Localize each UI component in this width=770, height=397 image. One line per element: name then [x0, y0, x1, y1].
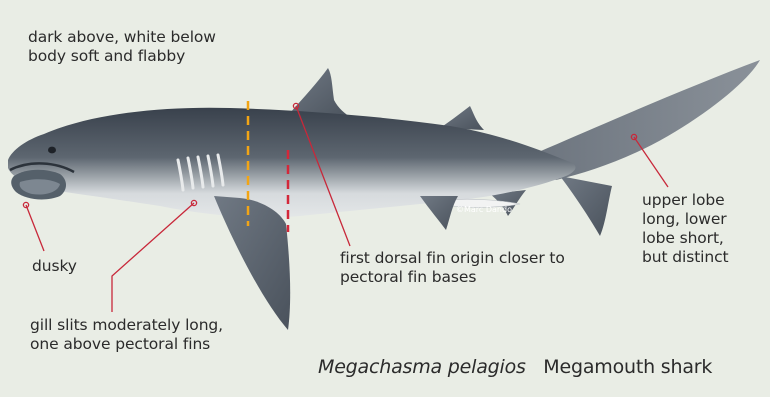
annotation-mouth: dusky — [32, 257, 77, 276]
annotation-coloration: dark above, white below body soft and fl… — [28, 28, 216, 66]
first-dorsal-fin — [290, 68, 352, 118]
annotation-gills-line2: one above pectoral fins — [30, 335, 223, 354]
annotation-tail-line2: long, lower — [642, 210, 729, 229]
annotation-tail: upper lobe long, lower lobe short, but d… — [642, 191, 729, 267]
illustrator-credit: ©Marc Dando — [456, 205, 512, 214]
callout-line-gills — [112, 203, 194, 312]
scientific-name: Megachasma pelagios — [318, 356, 526, 378]
annotation-first-dorsal: first dorsal fin origin closer to pector… — [340, 249, 565, 287]
caption-spacer — [532, 356, 544, 378]
lower-caudal-lobe — [560, 176, 612, 236]
annotation-tail-line3: lobe short, — [642, 229, 729, 248]
pectoral-fin — [214, 196, 290, 330]
eye — [48, 147, 56, 154]
annotation-tail-line1: upper lobe — [642, 191, 729, 210]
annotation-coloration-line2: body soft and flabby — [28, 47, 216, 66]
species-caption: Megachasma pelagios Megamouth shark — [318, 356, 712, 378]
annotation-gills-line1: gill slits moderately long, — [30, 316, 223, 335]
pelvic-fin — [420, 196, 458, 230]
annotation-tail-line4: but distinct — [642, 248, 729, 267]
annotation-first-dorsal-line2: pectoral fin bases — [340, 268, 565, 287]
common-name: Megamouth shark — [543, 356, 712, 378]
annotation-first-dorsal-line1: first dorsal fin origin closer to — [340, 249, 565, 268]
annotation-coloration-line1: dark above, white below — [28, 28, 216, 47]
annotation-gills: gill slits moderately long, one above pe… — [30, 316, 223, 354]
callout-line-mouth — [26, 205, 44, 251]
